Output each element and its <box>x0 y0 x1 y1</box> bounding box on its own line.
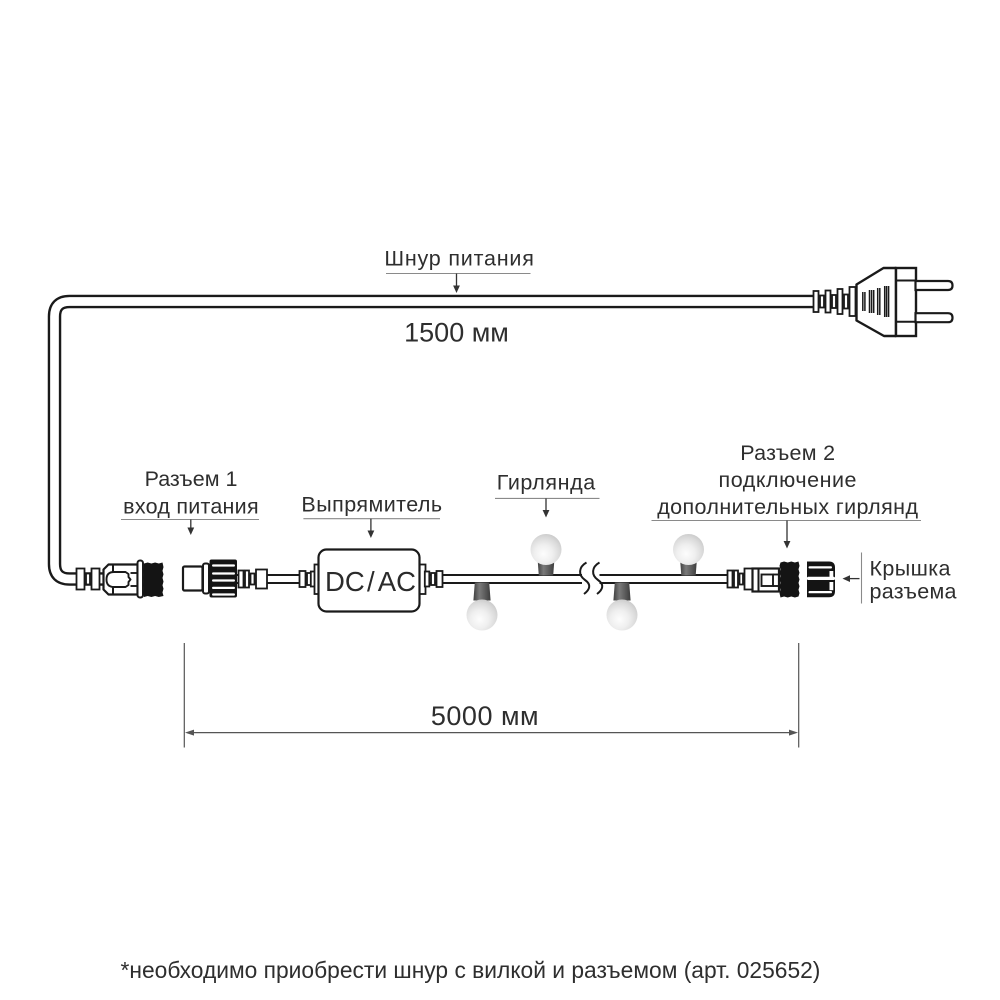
svg-text:вход питания: вход питания <box>123 495 259 519</box>
svg-text:подключение: подключение <box>719 468 858 492</box>
svg-text:DC: DC <box>325 566 365 597</box>
svg-text:1500 мм: 1500 мм <box>404 318 509 348</box>
svg-text:разъема: разъема <box>870 580 957 604</box>
svg-text:Выпрямитель: Выпрямитель <box>301 493 442 517</box>
svg-text:Гирлянда: Гирлянда <box>497 471 596 495</box>
svg-text:Шнур питания: Шнур питания <box>384 247 534 271</box>
svg-text:AC: AC <box>378 566 416 597</box>
svg-text:Разъем 2: Разъем 2 <box>740 441 835 465</box>
svg-text:5000 мм: 5000 мм <box>431 701 539 731</box>
svg-text:Крышка: Крышка <box>870 557 951 581</box>
svg-text:дополнительных гирлянд: дополнительных гирлянд <box>657 495 918 519</box>
svg-text:*необходимо приобрести шнур с: *необходимо приобрести шнур с вилкой и р… <box>121 957 821 983</box>
svg-text:/: / <box>367 566 375 597</box>
svg-text:Разъем 1: Разъем 1 <box>145 467 238 491</box>
